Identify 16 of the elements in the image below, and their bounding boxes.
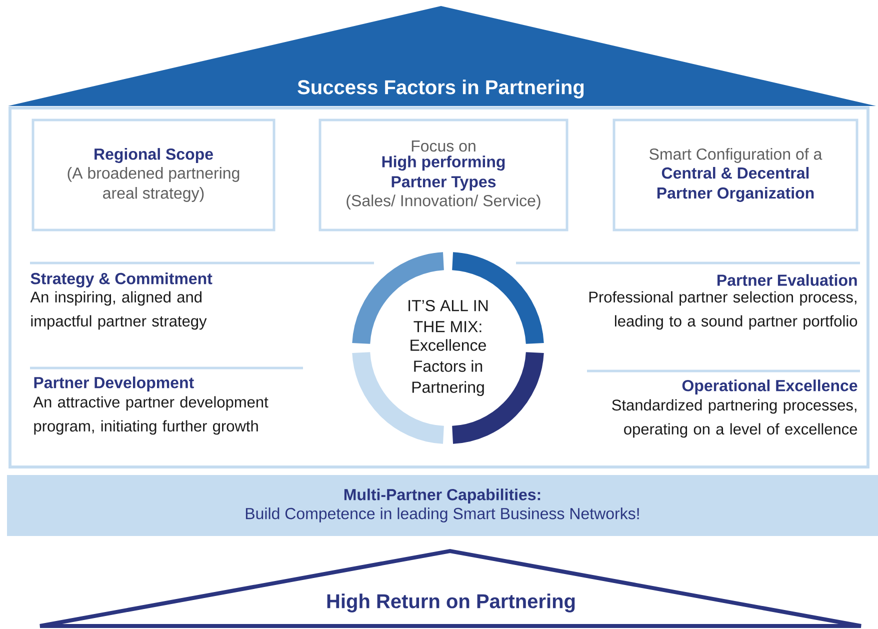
section-heading: Operational Excellence [682,380,858,394]
roof-outline: High Return on Partnering [38,548,863,628]
factor-box: Regional Scope (A broadened partnering areal strategy) [32,118,276,232]
section-heading: Partner Development [34,376,194,392]
ring-diagram: IT’S ALL IN THE MIX: Excellence Factors in Partnering [352,252,544,444]
section-heading: Strategy & Commitment [30,272,212,288]
section-heading: Partner Evaluation [718,274,857,286]
section-text: An inspiring, aligned and impactful partner strategy [30,291,207,330]
factor-box: Smart Configuration of a Central & Decentral Partner Organization [612,118,858,232]
capabilities-band: Multi-Partner Capabilities: Build Competence in leading Smart Business Networks! [7,475,878,536]
house-frame [8,106,870,468]
section-text: An attractive partner development program, initiating further growth [33,396,268,435]
section-text: Standardized partnering processes, operating on a level of excellence [612,399,858,438]
section-text: Professional partner selection process, leading to a sound partner portfolio [589,291,858,330]
factor-box: Focus on High performing Partner Types (Sales/ Innovation/ Service) [318,118,568,232]
roof-banner: Success Factors in Partnering [8,6,876,106]
